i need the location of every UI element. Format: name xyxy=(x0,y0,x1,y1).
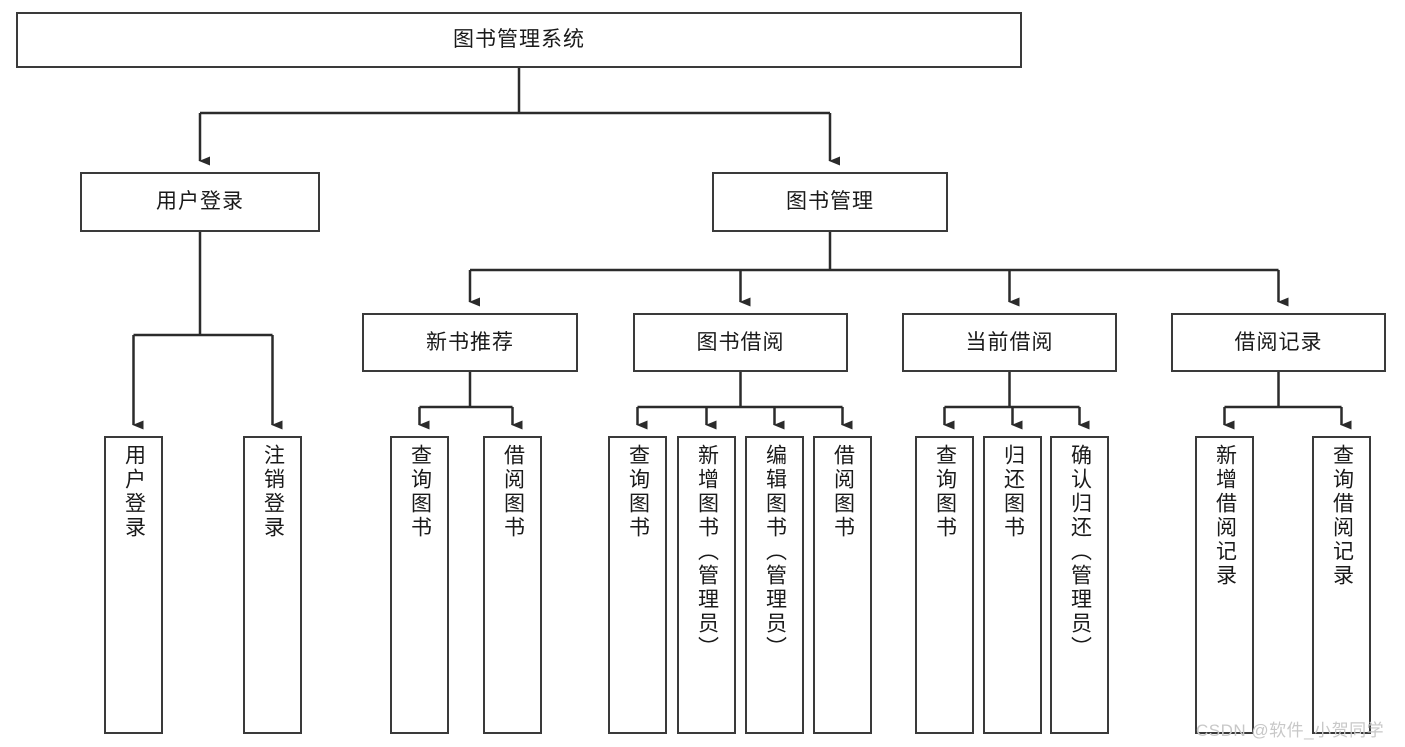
node-label-leaf-cur-3: 确认归还（管理员） xyxy=(1068,444,1092,660)
node-label-leaf-bor-3: 编辑图书（管理员） xyxy=(763,444,787,660)
node-label-current: 当前借阅 xyxy=(965,330,1054,354)
node-current[interactable]: 当前借阅 xyxy=(902,313,1117,372)
node-label-leaf-bor-2: 新增图书（管理员） xyxy=(695,444,719,660)
node-leaf-cur-1[interactable]: 查询图书 xyxy=(915,436,974,734)
node-label-borrow: 图书借阅 xyxy=(696,330,785,354)
node-leaf-bor-2[interactable]: 新增图书（管理员） xyxy=(677,436,736,734)
node-label-leaf-new-2: 借阅图书 xyxy=(501,444,525,540)
node-leaf-rec-2[interactable]: 查询借阅记录 xyxy=(1312,436,1371,734)
node-leaf-rec-1[interactable]: 新增借阅记录 xyxy=(1195,436,1254,734)
node-leaf-new-2[interactable]: 借阅图书 xyxy=(483,436,542,734)
node-borrow[interactable]: 图书借阅 xyxy=(633,313,848,372)
node-leaf-cur-2[interactable]: 归还图书 xyxy=(983,436,1042,734)
node-leaf-new-1[interactable]: 查询图书 xyxy=(390,436,449,734)
node-leaf-bor-4[interactable]: 借阅图书 xyxy=(813,436,872,734)
node-label-leaf-rec-2: 查询借阅记录 xyxy=(1330,444,1354,588)
node-label-records: 借阅记录 xyxy=(1234,330,1323,354)
node-label-newbook: 新书推荐 xyxy=(426,330,514,354)
node-records[interactable]: 借阅记录 xyxy=(1171,313,1386,372)
node-label-leaf-bor-1: 查询图书 xyxy=(626,444,650,540)
node-label-leaf-login-2: 注销登录 xyxy=(261,444,285,540)
node-root[interactable]: 图书管理系统 xyxy=(16,12,1022,68)
node-label-leaf-cur-1: 查询图书 xyxy=(933,444,957,540)
node-leaf-cur-3[interactable]: 确认归还（管理员） xyxy=(1050,436,1109,734)
node-label-leaf-cur-2: 归还图书 xyxy=(1001,444,1025,540)
node-label-bookmgmt: 图书管理 xyxy=(786,190,874,214)
node-label-leaf-new-1: 查询图书 xyxy=(408,444,432,540)
node-login[interactable]: 用户登录 xyxy=(80,172,320,232)
node-label-root: 图书管理系统 xyxy=(453,28,585,52)
node-leaf-bor-1[interactable]: 查询图书 xyxy=(608,436,667,734)
node-label-leaf-bor-4: 借阅图书 xyxy=(831,444,855,540)
node-newbook[interactable]: 新书推荐 xyxy=(362,313,578,372)
node-leaf-bor-3[interactable]: 编辑图书（管理员） xyxy=(745,436,804,734)
node-leaf-login-1[interactable]: 用户登录 xyxy=(104,436,163,734)
node-label-leaf-rec-1: 新增借阅记录 xyxy=(1213,444,1237,588)
node-bookmgmt[interactable]: 图书管理 xyxy=(712,172,948,232)
node-leaf-login-2[interactable]: 注销登录 xyxy=(243,436,302,734)
node-label-login: 用户登录 xyxy=(156,190,244,214)
node-label-leaf-login-1: 用户登录 xyxy=(122,444,146,540)
